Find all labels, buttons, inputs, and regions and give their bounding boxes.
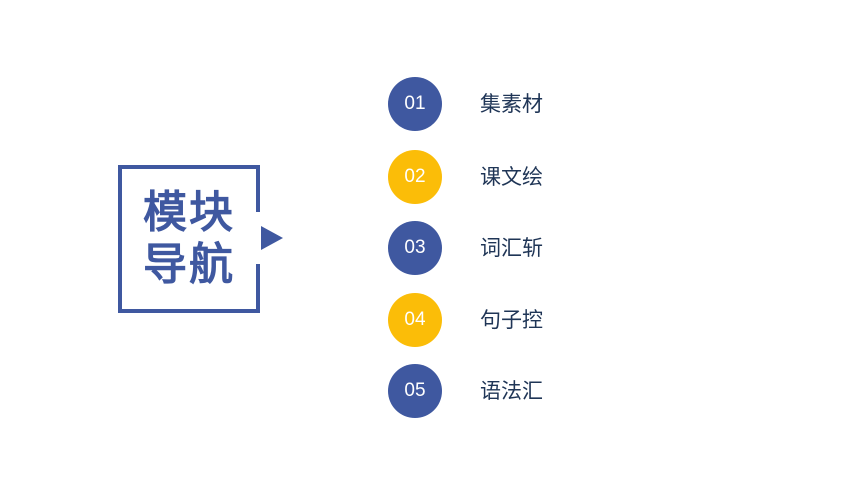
nav-item-label: 语法汇: [480, 379, 543, 403]
number-badge: 03: [388, 221, 442, 275]
nav-box-gap: [256, 212, 264, 264]
nav-item-02[interactable]: 02 课文绘: [388, 150, 648, 206]
module-nav-title-line1: 模块: [143, 187, 235, 238]
number-badge: 05: [388, 364, 442, 418]
nav-item-04[interactable]: 04 句子控: [388, 293, 648, 349]
nav-item-label: 词汇斩: [480, 236, 543, 260]
module-nav-title-line2: 导航: [143, 239, 235, 290]
nav-item-01[interactable]: 01 集素材: [388, 77, 648, 133]
nav-item-label: 课文绘: [480, 165, 543, 189]
number-badge: 04: [388, 293, 442, 347]
number-badge: 02: [388, 150, 442, 204]
nav-item-03[interactable]: 03 词汇斩: [388, 221, 648, 277]
number-badge: 01: [388, 77, 442, 131]
module-nav-box: 模块 导航: [118, 165, 260, 313]
triangle-arrow-icon: [261, 226, 283, 250]
nav-item-label: 句子控: [480, 308, 543, 332]
nav-item-label: 集素材: [480, 92, 543, 116]
nav-item-05[interactable]: 05 语法汇: [388, 364, 648, 420]
module-nav-title: 模块 导航: [122, 187, 256, 291]
